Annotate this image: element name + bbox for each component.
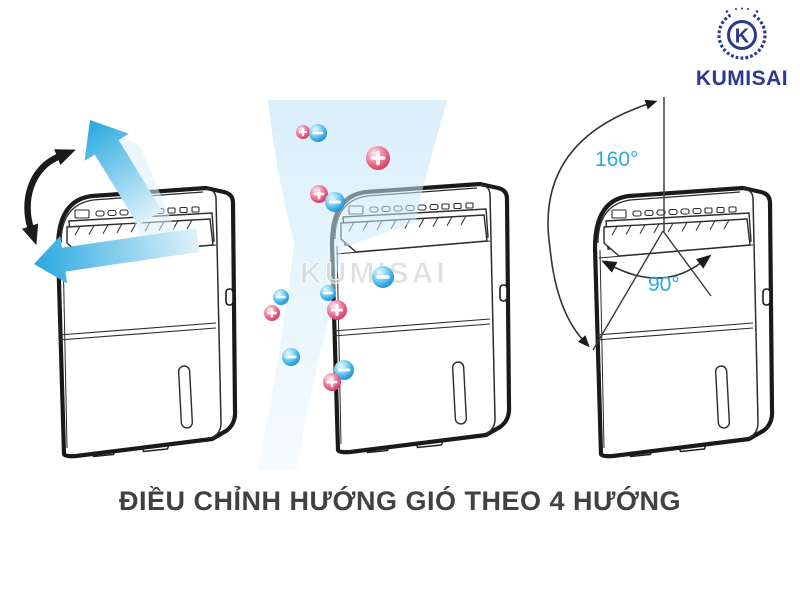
positive-ion	[294, 123, 312, 141]
negative-ion	[323, 190, 347, 214]
positive-ion	[321, 371, 343, 393]
positive-ion	[262, 303, 282, 323]
negative-ion	[318, 283, 338, 303]
logo-wordmark: KUMISAI	[695, 67, 789, 90]
brand-logo: K KUMISAI	[677, 6, 800, 91]
negative-ion	[307, 122, 329, 144]
airflow-up-arrow	[84, 120, 162, 226]
angle-range-diagram: 160° 90°	[547, 97, 772, 457]
negative-ion	[280, 346, 302, 368]
ion-airflow-diagram: KUMISAI	[257, 100, 509, 470]
logo-ring	[727, 20, 757, 50]
swing-double-arrow	[21, 149, 76, 246]
wreath-tip-dot	[725, 10, 729, 13]
wreath-tip-dot	[747, 8, 749, 10]
wreath-tip-dot	[735, 8, 737, 10]
angle-90-label: 90°	[648, 273, 680, 296]
swing-direction-diagram	[21, 120, 236, 457]
positive-ion	[364, 144, 392, 172]
logo-letter: K	[735, 26, 750, 48]
airflow-down-arrow	[34, 228, 200, 284]
positive-ion	[325, 298, 349, 322]
angle-160-arc	[547, 99, 658, 348]
angle-90-arc	[601, 254, 712, 279]
negative-ion	[271, 287, 291, 307]
caption: ĐIỀU CHỈNH HƯỚNG GIÓ THEO 4 HƯỚNG	[119, 486, 681, 516]
watermark: KUMISAI	[300, 257, 448, 290]
air-stream-band	[257, 100, 447, 470]
dehumidifier-illustration	[595, 188, 772, 457]
logo-emblem: K	[717, 7, 767, 60]
left-airflow-ray	[592, 230, 664, 351]
angle-160-label: 160°	[595, 148, 638, 171]
laurel-wreath-icon	[717, 13, 767, 60]
wreath-tip-dot	[741, 7, 743, 10]
negative-ion	[370, 264, 396, 290]
wreath-tip-dot	[755, 10, 759, 13]
